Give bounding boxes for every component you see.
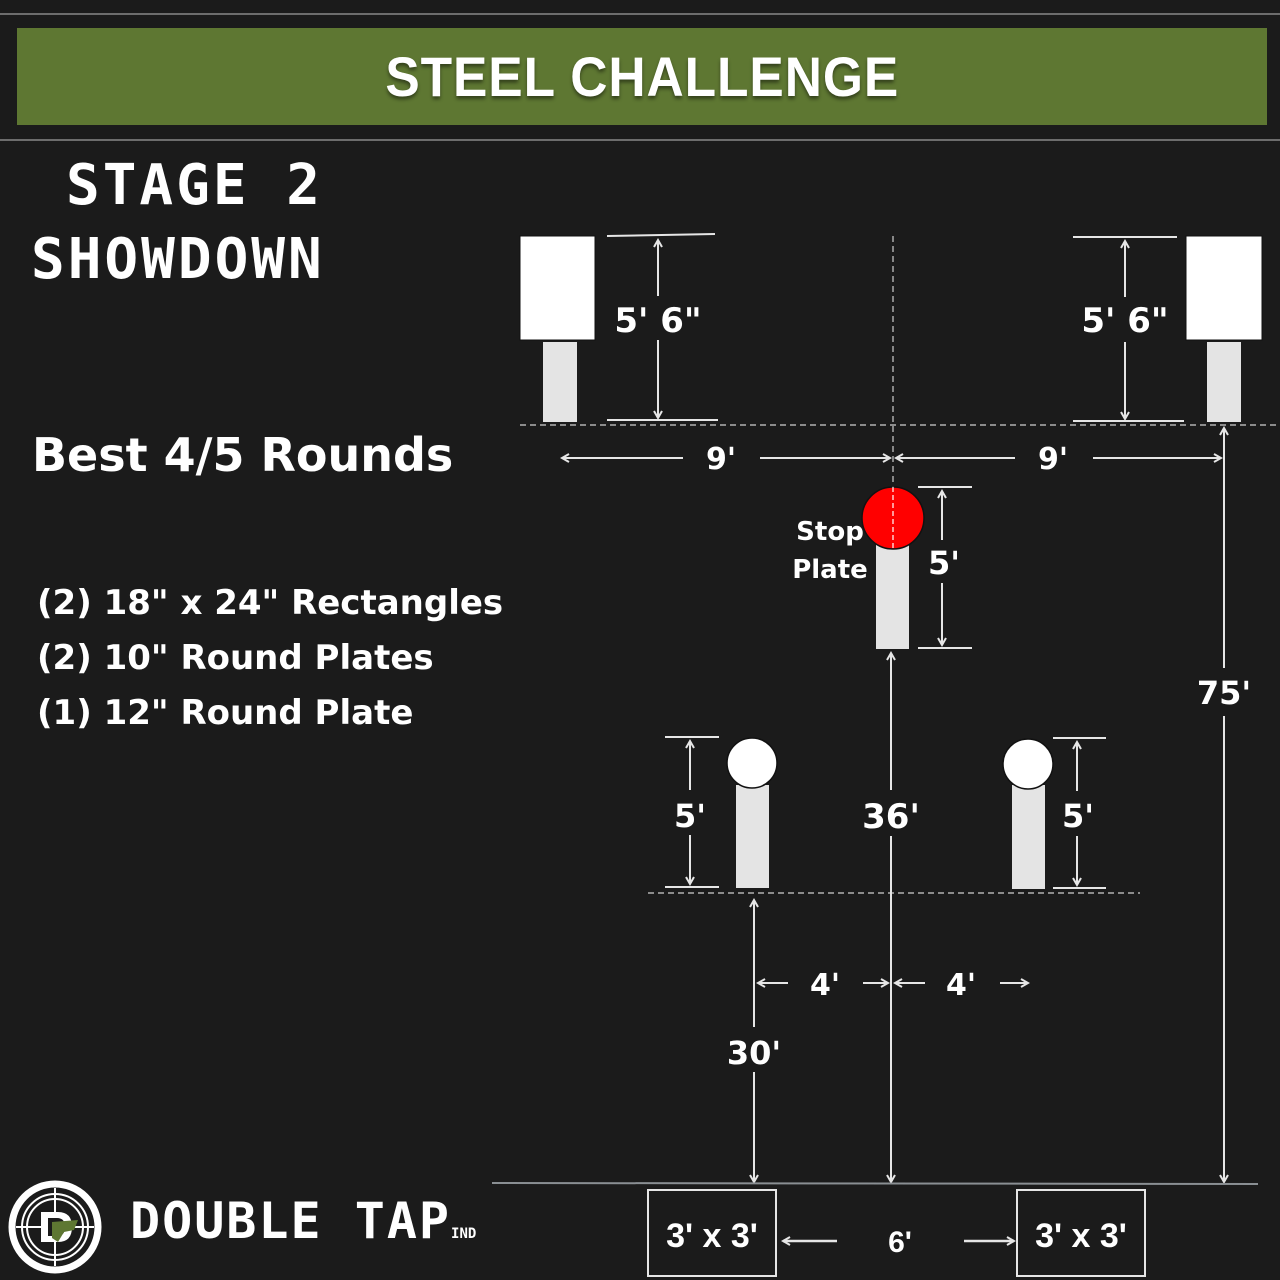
brand-name-text: DOUBLE TAP	[130, 1192, 452, 1250]
round-offset-left-label: 4'	[810, 968, 840, 1003]
target-list-item: (1) 12" Round Plate	[37, 693, 414, 733]
title-banner: STEEL CHALLENGE	[17, 28, 1267, 125]
rect-height-left-label: 5' 6"	[614, 301, 701, 341]
far-distance-label: 75'	[1197, 674, 1251, 712]
box-spacing-label: 6'	[888, 1226, 912, 1259]
spacing-left-label: 9'	[706, 442, 736, 477]
banner-title: STEEL CHALLENGE	[385, 45, 899, 108]
stop-plate-target	[861, 486, 925, 649]
stage-number: STAGE 2	[66, 153, 324, 218]
scoring-rule: Best 4/5 Rounds	[32, 428, 454, 482]
guide-lines	[520, 236, 1280, 894]
shooting-box-left	[647, 1189, 777, 1277]
banner-bottom-rule	[0, 139, 1280, 141]
shooting-box-right-label: 3' x 3'	[1035, 1217, 1127, 1255]
rectangle-target-left	[519, 235, 596, 422]
round-height-right-label: 5'	[1062, 797, 1094, 835]
round-plate-target-left	[726, 737, 778, 888]
shooting-box-left-label: 3' x 3'	[666, 1217, 758, 1255]
rect-height-right-label: 5' 6"	[1081, 301, 1168, 341]
round-plate-target-right	[1002, 738, 1054, 889]
round-offset-right-label: 4'	[946, 968, 976, 1003]
top-rule	[0, 13, 1280, 15]
target-list-item: (2) 18" x 24" Rectangles	[37, 583, 504, 623]
rectangle-target-right	[1185, 235, 1263, 422]
round-height-left-label: 5'	[674, 797, 706, 835]
brand-name: DOUBLE TAPIND	[130, 1196, 476, 1246]
shooting-box-right	[1016, 1189, 1146, 1277]
stage-name: SHOWDOWN	[31, 227, 325, 292]
stop-plate-label: Stop	[796, 517, 864, 547]
fault-line	[491, 1182, 1259, 1185]
target-list-item: (2) 10" Round Plates	[37, 638, 434, 678]
brand-suffix: IND	[451, 1226, 477, 1242]
near-distance-label: 30'	[727, 1034, 781, 1072]
stop-plate-height-label: 5'	[928, 544, 960, 582]
spacing-right-label: 9'	[1038, 442, 1068, 477]
double-tap-logo-icon	[8, 1180, 102, 1274]
stop-distance-label: 36'	[862, 797, 920, 837]
stop-plate-label: Plate	[792, 555, 868, 585]
